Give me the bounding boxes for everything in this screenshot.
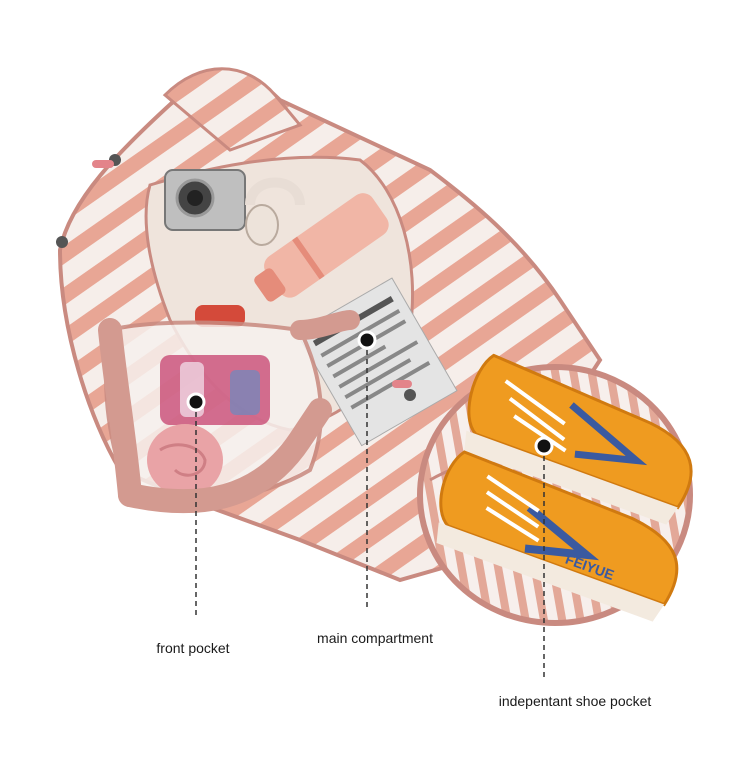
callout-main-compartment: [357, 330, 377, 610]
label-front-pocket: front pocket: [156, 640, 230, 656]
sneaker-front: FEIYUE: [436, 450, 679, 622]
zipper-pulls: [56, 154, 416, 401]
callout-dot: [534, 436, 554, 456]
label-shoe-pocket: indepentant shoe pocket: [498, 693, 652, 709]
callout-dot: [186, 392, 206, 412]
callout-front-pocket: [186, 392, 206, 615]
water-bottle: [254, 193, 389, 302]
sneakers: FEIYUE: [436, 353, 693, 622]
callout-shoe-pocket: [534, 436, 554, 680]
label-main-compartment: main compartment: [317, 630, 433, 646]
camera: [164, 169, 246, 231]
headphones: [245, 177, 305, 246]
callout-dot: [357, 330, 377, 350]
shoulder-strap: [98, 310, 360, 514]
front-pocket: [104, 320, 323, 504]
rolled-towel: [147, 424, 223, 496]
sneaker-back: [464, 353, 693, 525]
